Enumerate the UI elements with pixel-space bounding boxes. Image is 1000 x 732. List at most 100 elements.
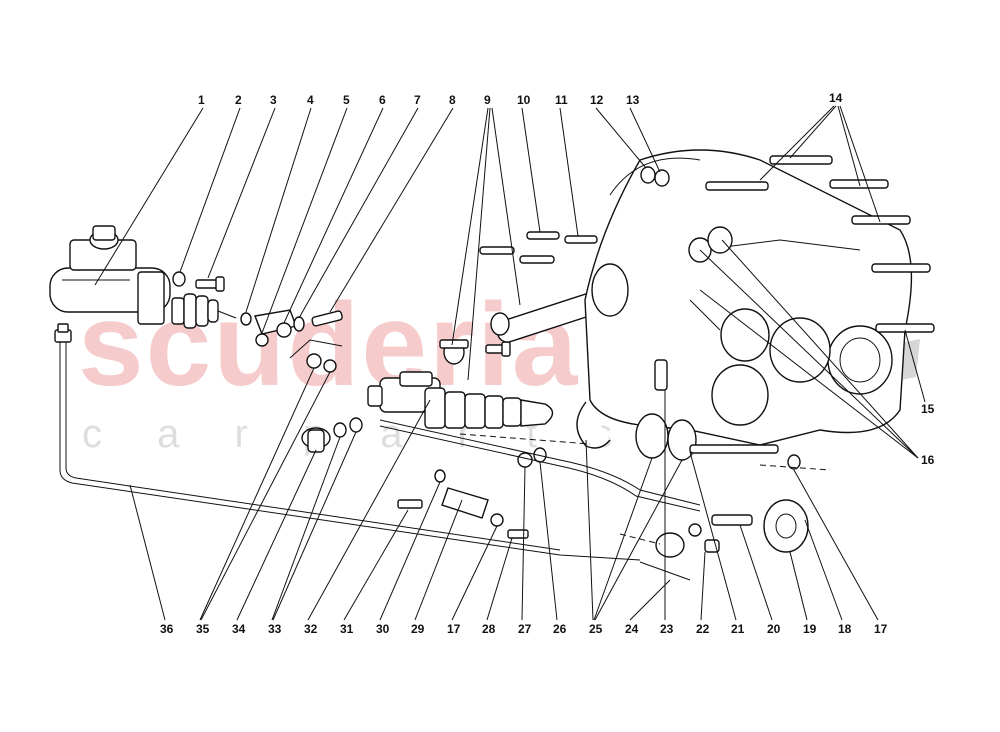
callout-29: 29 bbox=[411, 622, 425, 636]
callout-15: 15 bbox=[921, 402, 935, 416]
leader-line-25c bbox=[594, 459, 683, 621]
leader-line-9b bbox=[467, 107, 491, 381]
callout-19: 19 bbox=[803, 622, 817, 636]
leader-lines bbox=[94, 105, 926, 621]
leader-line-21 bbox=[689, 451, 737, 621]
leader-line-16c bbox=[699, 289, 919, 459]
callout-17a: 17 bbox=[447, 622, 461, 636]
part-nut-washer bbox=[640, 166, 670, 187]
callout-13: 13 bbox=[626, 93, 640, 107]
leader-line-9c bbox=[491, 107, 521, 306]
callout-23: 23 bbox=[660, 622, 674, 636]
part-pipe-union bbox=[639, 523, 720, 581]
leader-line-32 bbox=[307, 399, 431, 621]
callout-31: 31 bbox=[340, 622, 354, 636]
leader-line-11 bbox=[559, 107, 579, 237]
part-dowels bbox=[479, 231, 598, 264]
leader-line-19 bbox=[789, 551, 808, 621]
callout-26: 26 bbox=[553, 622, 567, 636]
callout-3: 3 bbox=[270, 93, 277, 107]
leader-line-2 bbox=[179, 107, 241, 273]
leader-line-9a bbox=[451, 107, 489, 346]
part-seals bbox=[576, 401, 697, 461]
leader-line-25b bbox=[593, 457, 653, 621]
callout-36: 36 bbox=[160, 622, 174, 636]
part-washer-bolt bbox=[172, 271, 225, 292]
leader-line-24 bbox=[629, 579, 671, 621]
leader-line-36 bbox=[129, 484, 166, 621]
leader-line-31 bbox=[343, 509, 409, 621]
callouts-top: 1 2 3 4 5 6 7 8 9 10 11 12 13 bbox=[198, 93, 640, 107]
leader-line-26 bbox=[539, 461, 558, 621]
leader-line-1 bbox=[94, 107, 204, 286]
callout-2: 2 bbox=[235, 93, 242, 107]
callout-9: 9 bbox=[484, 93, 491, 107]
leader-line-3 bbox=[207, 107, 276, 279]
leader-line-10 bbox=[521, 107, 541, 233]
leader-line-20 bbox=[739, 524, 773, 621]
leader-line-16a bbox=[699, 249, 919, 459]
leader-line-25a bbox=[585, 439, 594, 621]
callout-6: 6 bbox=[379, 93, 386, 107]
callouts-bottom: 36 35 34 33 32 31 30 29 17 28 27 26 25 2… bbox=[160, 622, 888, 636]
callout-1: 1 bbox=[198, 93, 205, 107]
part-bracket bbox=[397, 469, 529, 539]
callout-4: 4 bbox=[307, 93, 314, 107]
leader-line-12 bbox=[595, 107, 647, 169]
leader-line-17b bbox=[793, 469, 879, 621]
leader-line-27 bbox=[521, 466, 526, 621]
part-hydraulic-pipe bbox=[54, 323, 641, 561]
callout-11: 11 bbox=[555, 93, 568, 107]
callout-22: 22 bbox=[696, 622, 710, 636]
callout-24: 24 bbox=[625, 622, 639, 636]
leader-line-35b bbox=[200, 371, 331, 621]
leader-line-34 bbox=[236, 449, 317, 621]
leader-line-22 bbox=[700, 551, 706, 621]
callout-27: 27 bbox=[518, 622, 532, 636]
callout-8: 8 bbox=[449, 93, 456, 107]
callouts-right: 14 15 16 bbox=[829, 91, 935, 467]
callout-7: 7 bbox=[414, 93, 421, 107]
part-long-stud bbox=[689, 444, 801, 526]
callout-32: 32 bbox=[304, 622, 318, 636]
callout-34: 34 bbox=[232, 622, 246, 636]
callout-18: 18 bbox=[838, 622, 852, 636]
callout-21: 21 bbox=[731, 622, 745, 636]
leader-line-16b bbox=[721, 239, 919, 459]
part-slave-cylinder bbox=[367, 371, 554, 429]
leader-line-7 bbox=[298, 107, 419, 319]
leader-line-28 bbox=[486, 537, 513, 621]
leader-line-14a bbox=[759, 105, 835, 181]
leader-line-13 bbox=[629, 107, 661, 173]
callout-16: 16 bbox=[921, 453, 935, 467]
leader-line-6 bbox=[283, 107, 384, 324]
leader-line-4 bbox=[245, 107, 312, 313]
leader-line-33b bbox=[272, 431, 357, 621]
callout-28: 28 bbox=[482, 622, 496, 636]
callout-10: 10 bbox=[517, 93, 531, 107]
leader-line-14d bbox=[839, 105, 881, 223]
part-banjo-bolt bbox=[301, 417, 363, 453]
callout-5: 5 bbox=[343, 93, 350, 107]
leader-line-35a bbox=[199, 367, 315, 621]
callout-12: 12 bbox=[590, 93, 604, 107]
callout-14: 14 bbox=[829, 91, 843, 105]
part-master-cylinder bbox=[49, 225, 171, 325]
part-release-bearing bbox=[763, 499, 809, 553]
leader-line-5 bbox=[261, 107, 348, 334]
part-pivot-pins bbox=[439, 339, 511, 365]
leader-line-30 bbox=[379, 481, 441, 621]
part-fittings bbox=[379, 419, 701, 512]
leader-line-33a bbox=[271, 436, 341, 621]
callout-17b: 17 bbox=[874, 622, 888, 636]
alignment-lines bbox=[459, 433, 831, 545]
leader-line-18 bbox=[804, 519, 843, 621]
leader-line-8 bbox=[329, 107, 454, 313]
callout-35: 35 bbox=[196, 622, 210, 636]
callout-25: 25 bbox=[589, 622, 603, 636]
leader-line-15 bbox=[904, 329, 926, 403]
parts-group bbox=[49, 149, 935, 581]
leader-line-29 bbox=[414, 499, 463, 621]
